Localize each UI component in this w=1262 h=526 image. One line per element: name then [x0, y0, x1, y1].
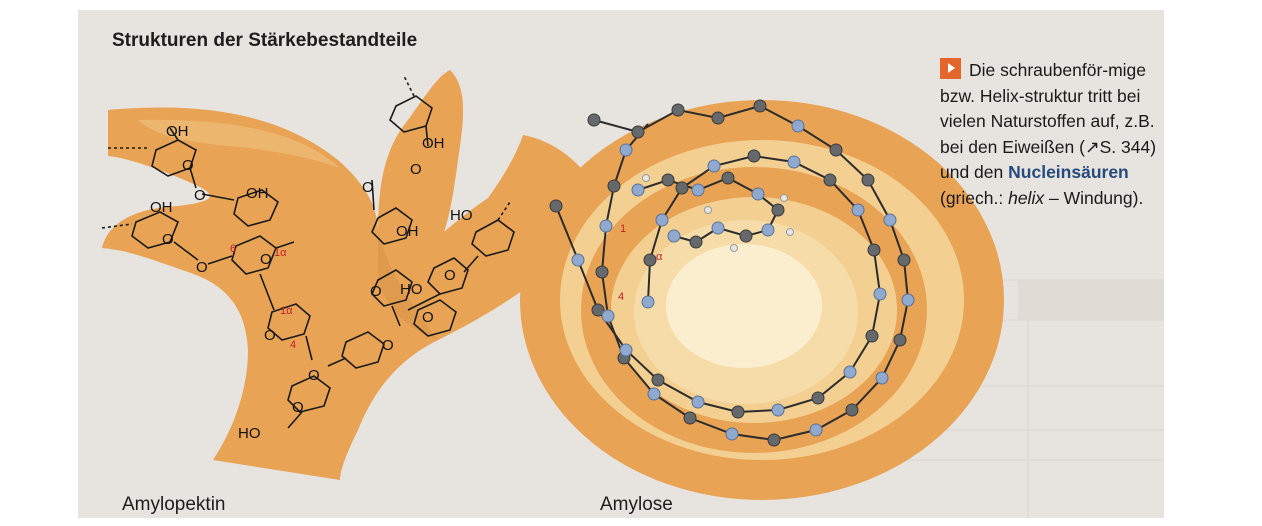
oxygen-atoms [571, 119, 915, 441]
oh-label: OH [150, 199, 173, 216]
note-term-link: Nucleinsäuren [1008, 162, 1129, 182]
carbon-position-label: 4 [290, 339, 296, 351]
ring-oxygen-label: O [362, 179, 374, 196]
oh-label: OH [166, 123, 189, 140]
figure-title: Strukturen der Stärkebestandteile [112, 30, 418, 51]
ring-oxygen-label: O [410, 161, 422, 178]
ring-oxygen-label: O [444, 267, 456, 284]
oh-label: OH [422, 135, 445, 152]
oh-label: OH [246, 185, 269, 202]
ring-oxygen-label: O [292, 399, 304, 416]
amylose-ball-and-stick [549, 99, 915, 447]
alpha-linkage-label: α [656, 251, 663, 263]
ring-oxygen-label: O [308, 367, 320, 384]
ring-oxygen-label: O [264, 327, 276, 344]
carbon-position-label: 1 [620, 223, 626, 235]
ring-oxygen-label: O [182, 157, 194, 174]
oh-label: OH [396, 223, 419, 240]
ho-label: HO [400, 281, 423, 298]
margin-note: Die schraubenför-mige bzw. Helix-struktu… [940, 58, 1160, 211]
hydrogen-atoms [642, 174, 794, 252]
ring-oxygen-label: O [162, 231, 174, 248]
linkage-label: 1α [274, 247, 287, 259]
note-text: Die schraubenför-mige bzw. Helix-struktu… [940, 60, 1157, 182]
carbon-position-label: 6 [230, 243, 236, 255]
ho-label: HO [238, 425, 261, 442]
caption-amylopektin: Amylopektin [122, 494, 226, 515]
amylopektin-atom-labels: OH OH OH OH OH HO HO HO O O O O O O O O … [150, 123, 473, 442]
amylose-atom-labels: 1 4 α [618, 223, 663, 303]
note-text: – Windung). [1048, 187, 1144, 208]
textbook-page: Strukturen der Stärkebestandteile [78, 10, 1164, 518]
ring-oxygen-label: O [196, 259, 208, 276]
amylopektin-structure [101, 75, 515, 429]
ring-oxygen-label: O [260, 251, 272, 268]
amylopektin-ribbon [102, 70, 594, 480]
ring-oxygen-label: O [382, 337, 394, 354]
starch-structures-illustration: OH OH OH OH OH HO HO HO O O O O O O O O … [101, 70, 1004, 500]
carbon-atoms [549, 99, 911, 447]
linkage-label: 1α [280, 305, 293, 317]
play-arrow-icon [940, 58, 961, 79]
ho-label: HO [450, 207, 473, 224]
note-italic-word: helix [1008, 187, 1045, 208]
ring-oxygen-label: O [422, 309, 434, 326]
note-text: (griech.: [940, 187, 1004, 208]
ring-oxygen-label: O [370, 283, 382, 300]
carbon-position-label: 4 [618, 291, 624, 303]
caption-amylose: Amylose [600, 494, 673, 515]
ring-oxygen-label: O [194, 187, 206, 204]
